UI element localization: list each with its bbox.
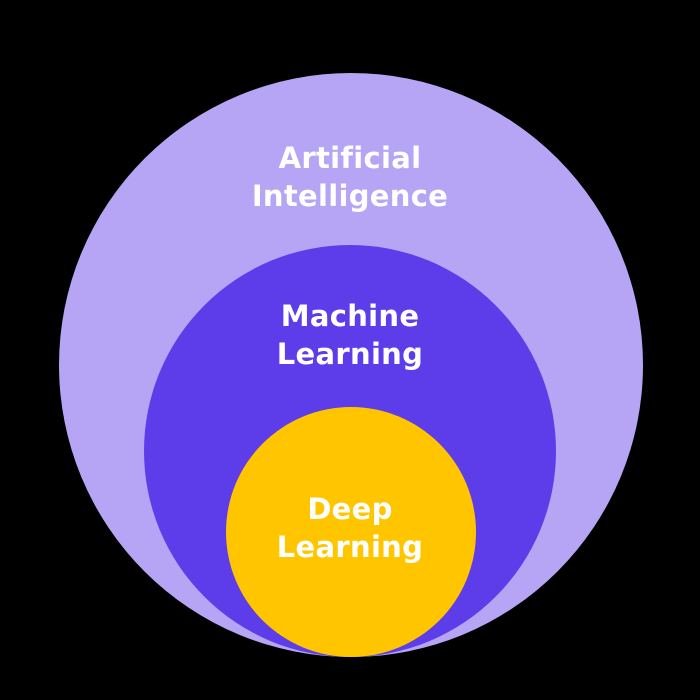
deep-learning-label-line2: Learning [276, 530, 424, 564]
deep-learning-label-line1: Deep [307, 492, 393, 526]
artificial-intelligence-label-line1: Artificial [278, 141, 422, 175]
deep-learning-label: Deep Learning [0, 490, 700, 566]
deep-learning-circle [226, 407, 476, 657]
artificial-intelligence-label-line2: Intelligence [251, 179, 449, 213]
machine-learning-label: Machine Learning [0, 297, 700, 373]
machine-learning-label-line1: Machine [280, 299, 420, 333]
artificial-intelligence-label: Artificial Intelligence [0, 139, 700, 215]
machine-learning-label-line2: Learning [276, 337, 424, 371]
